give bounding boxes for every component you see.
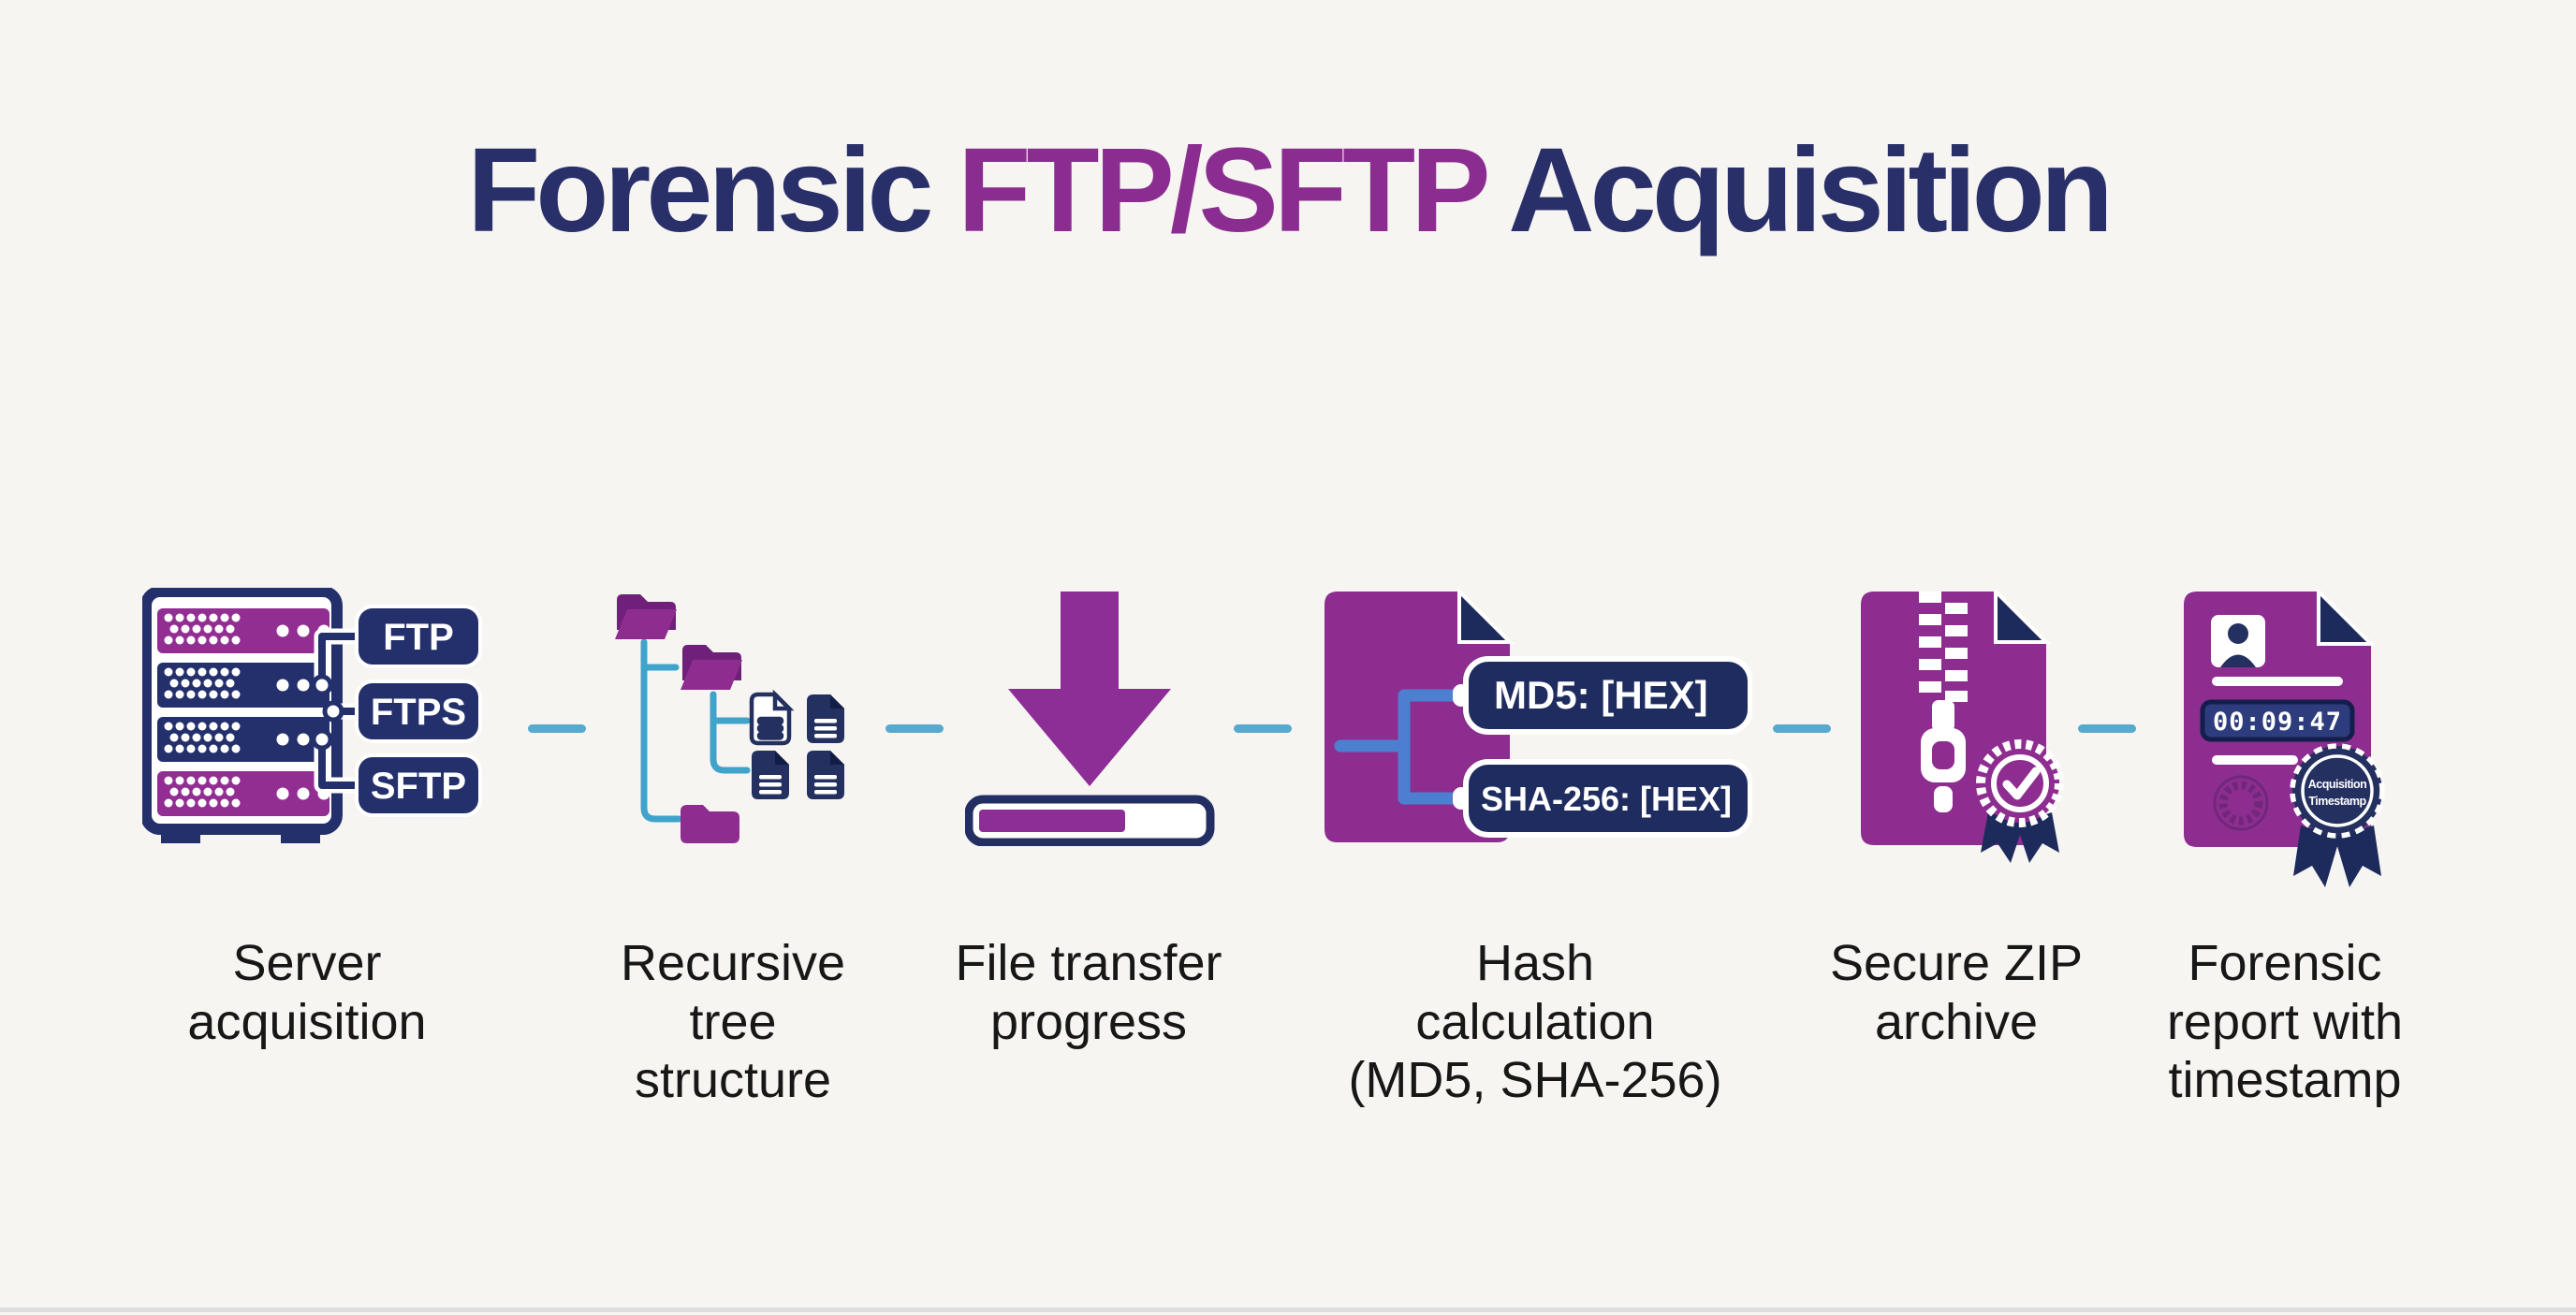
photo-id	[2211, 615, 2265, 667]
caption-secure-zip: Secure ZIP archive	[1829, 935, 2084, 1050]
hash-document-icon: MD5: [HEX] SHA-256: [HEX]	[1325, 588, 1752, 842]
zip-archive-icon	[1861, 590, 2064, 863]
page-title: Forensic FTP/SFTP Acquisition	[0, 131, 2576, 251]
caption-hash-calculation: Hash calculation (MD5, SHA-256)	[1348, 935, 1722, 1109]
connector-dash	[886, 724, 944, 733]
md5-label: MD5: [HEX]	[1494, 673, 1708, 717]
hash-branch-lines	[1334, 689, 1469, 805]
footer-divider	[0, 1308, 2576, 1312]
zipper-pull-hole	[1932, 741, 1954, 769]
file-icon	[752, 751, 789, 799]
sftp-label: SFTP	[371, 766, 466, 807]
file-icon	[807, 751, 844, 799]
document-fold	[2317, 590, 2376, 646]
server-foot	[161, 829, 200, 843]
connector-dash	[1773, 724, 1831, 733]
checkmark-icon	[2002, 767, 2041, 800]
wire-node	[322, 700, 344, 723]
md5-badge: MD5: [HEX]	[1463, 656, 1752, 735]
sub-folder-icon	[681, 645, 742, 690]
sha256-label: SHA-256: [HEX]	[1481, 780, 1732, 818]
title-part-ftp-sftp: FTP/SFTP	[958, 124, 1488, 257]
document-fold	[1457, 588, 1515, 644]
closed-folder-icon	[681, 805, 739, 843]
acquisition-timestamp-badge: Acquisition Timestamp	[2290, 743, 2385, 887]
server-foot	[281, 829, 320, 843]
ftps-label: FTPS	[371, 692, 466, 733]
verified-seal	[1976, 739, 2064, 863]
connector-dash	[2078, 724, 2136, 733]
wire-node	[311, 674, 333, 696]
caption-forensic-report: Forensic report with timestamp	[2166, 935, 2404, 1109]
progress-bar-fill	[979, 810, 1125, 832]
stamp-icon	[2213, 775, 2269, 831]
caption-server-acquisition: Server acquisition	[187, 935, 427, 1050]
tree-branches	[640, 638, 751, 823]
server-rack-icon: FTP FTPS SFTP	[142, 588, 482, 843]
text-line	[2212, 755, 2298, 765]
zipper	[1919, 592, 1968, 812]
digital-clock: 00:09:47	[2200, 699, 2355, 742]
forensic-report-icon: 00:09:47 Acquisition Timestamp	[2184, 590, 2385, 887]
folder-tree-icon	[615, 594, 844, 843]
ftp-label: FTP	[383, 617, 454, 658]
title-part-forensic: Forensic	[467, 124, 933, 257]
badge-line-1: Acquisition	[2308, 778, 2367, 791]
caption-file-transfer: File transfer progress	[955, 935, 1222, 1050]
root-folder-icon	[615, 594, 677, 639]
caption-recursive-tree: Recursive tree structure	[620, 935, 846, 1109]
protocol-wires	[314, 628, 365, 794]
sftp-badge: SFTP	[355, 753, 482, 817]
connector-dash	[1234, 724, 1292, 733]
ftps-badge: FTPS	[355, 679, 482, 743]
download-progress-icon	[965, 592, 1215, 846]
person-icon	[2228, 623, 2248, 644]
download-arrow	[1008, 592, 1171, 786]
connector-dash	[528, 724, 586, 733]
sha256-badge: SHA-256: [HEX]	[1463, 759, 1752, 838]
badge-line-2: Timestamp	[2308, 795, 2366, 808]
ftp-badge: FTP	[355, 605, 482, 668]
title-part-acquisition: Acquisition	[1508, 124, 2114, 257]
file-icon	[807, 694, 844, 743]
file-lines	[759, 719, 782, 738]
timestamp-display: 00:09:47	[2213, 708, 2342, 737]
text-line	[2212, 677, 2343, 686]
wire-node	[311, 728, 333, 751]
document-fold	[1994, 590, 2051, 644]
